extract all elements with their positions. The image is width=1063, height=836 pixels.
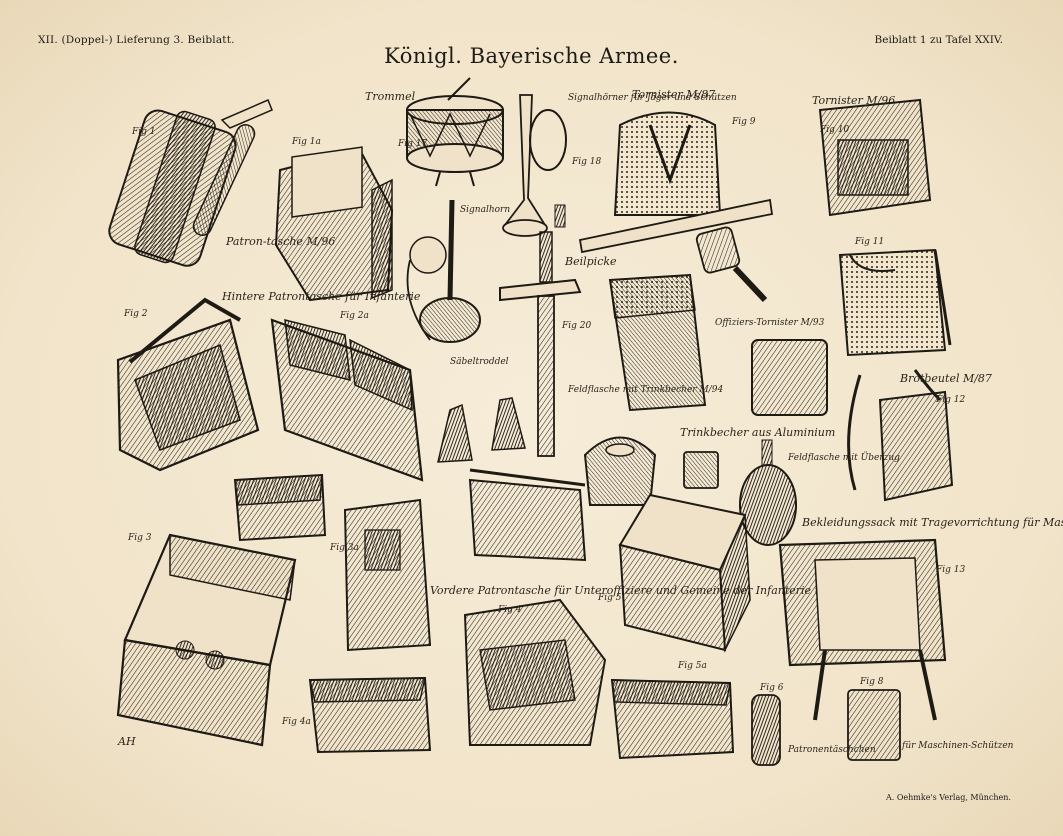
fig1-cartridge-pouch [108,99,273,267]
fig-small-box [751,339,828,416]
fig15-cup [683,451,719,489]
fig2-rear-pouch [116,297,260,472]
label-fig1a: Fig 1a [291,137,321,147]
fig14-canteen [583,436,657,506]
label-trinkbecher: Trinkbecher aus Aluminium [680,426,835,439]
label-beilpicke: Beilpicke [564,255,617,268]
label-fig18: Fig 18 [571,157,601,167]
fig9-knapsack [578,111,774,303]
label-fig17: Fig 17 [397,139,427,149]
label-trommel: Trommel [365,90,416,103]
label-signalhorn: Signalhorn [460,205,510,215]
fig-small-pouch-a [233,473,327,542]
page-title: Königl. Bayerische Armee. [384,44,679,68]
signature-monogram: AH [117,735,136,748]
label-fig20: Fig 20 [561,321,591,331]
fig-canteen-covered [739,439,797,546]
header-right: Beiblatt 1 zu Tafel XXIV. [874,34,1003,46]
fig5a-pouch [610,678,735,760]
label-patronentasche: Patronentäschchen [787,745,876,755]
fig8-small-pouch [847,689,901,761]
fig3a-tall-pouch [343,498,432,652]
label-brotbeutel: Brotbeutel M/87 [899,372,992,385]
fig3-open-pouch [116,533,297,747]
label-fig9: Fig 9 [731,117,756,127]
label-tornister2: Tornister M/96 [812,94,895,107]
label-fig2: Fig 2 [123,309,148,319]
label-fig1: Fig 1 [131,127,155,137]
fig12-bread-bag [847,369,954,502]
label-fig13: Fig 13 [935,565,965,575]
label-fig2a: Fig 2a [339,311,369,321]
publisher-credit: A. Oehmke's Verlag, München. [885,793,1011,802]
label-fig3a: Fig 3a [329,543,359,553]
fig11-officer-knapsack [838,248,952,357]
label-fig8: Fig 8 [859,677,884,687]
fig2a-double-pouch [270,318,424,482]
fig17-drum [406,77,504,187]
label-fig12: Fig 12 [935,395,965,405]
label-hintere: Hintere Patrontasche für Infanterie [221,290,421,303]
fig1a-box-pouch [274,146,394,302]
fig-cartridge-bag [608,273,707,412]
fig5-open-box [618,493,751,653]
label-maschinenschuetzen: für Maschinen-Schützen [901,741,1014,751]
fig13-clothing-bag [778,538,947,721]
fig-tassels [437,397,526,463]
label-fig11: Fig 11 [854,237,884,247]
label-fig4: Fig 4 [497,605,522,615]
fig6-small-pouch [751,694,781,766]
label-fig5: Fig 5 [597,593,622,603]
label-tornister1: Tornister M/87 [632,88,715,101]
fig18-bugle [502,94,567,237]
label-fig4a: Fig 4a [281,717,311,727]
fig20-pickaxe [499,231,582,457]
label-fig3: Fig 3 [127,533,152,543]
label-signalhorn2: Signalhörner für Jäger und Schützen [568,93,737,103]
label-bekleidungssack: Bekleidungssack mit Tragevorrichtung für… [801,516,1063,529]
header-left: XII. (Doppel-) Lieferung 3. Beiblatt. [38,34,235,46]
label-fig5a: Fig 5a [677,661,707,671]
fig-belt-pouch [468,468,587,562]
label-troddel: Säbeltroddel [450,357,509,367]
label-fig10: Fig 10 [819,125,849,135]
label-feldflasche: Feldflasche mit Trinkbecher M/94 [567,385,723,395]
fig4-pouch [463,598,607,746]
label-offiziers: Offiziers-Tornister M/93 [715,318,825,328]
label-fig6: Fig 6 [759,683,784,693]
fig19-horn [406,199,481,343]
label-feldflasche2: Feldflasche mit Überzug [787,451,900,463]
fig4a-pouch [308,676,432,754]
fig10-knapsack-m96 [818,98,932,217]
